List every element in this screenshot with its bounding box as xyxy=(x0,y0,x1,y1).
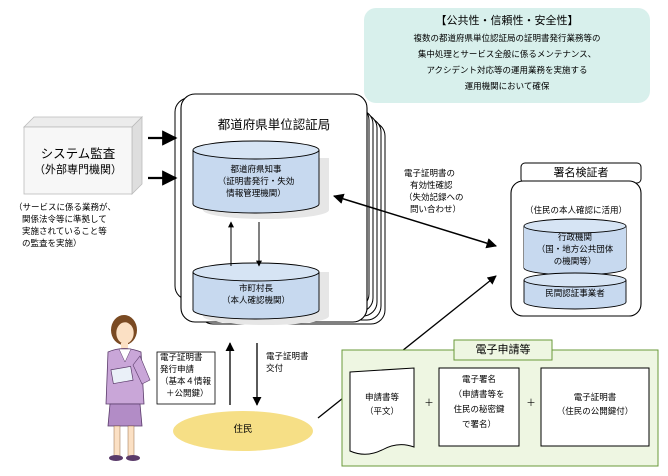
validator-title: 署名検証者 xyxy=(553,166,609,179)
document-scroll-icon xyxy=(349,367,415,455)
validity-line-4: 問い合わせ） xyxy=(410,205,462,215)
application-line-2: 発行申請 xyxy=(160,365,195,375)
resident-label: 住民 xyxy=(233,424,253,435)
governor-cylinder xyxy=(192,140,329,219)
validator-gov-cylinder xyxy=(523,218,627,276)
e-application-title: 電子申請等 xyxy=(475,343,531,356)
governor-line-3: 情報管理機関） xyxy=(226,189,286,199)
validator-gov-line-2: （国・地方公共団体 xyxy=(536,245,614,255)
municipal-cylinder xyxy=(192,262,329,325)
public-note-line-4: 運用機関において確保 xyxy=(464,82,550,92)
audit-note-line-1: （サービスに係る業務が、 xyxy=(14,203,116,213)
validator-gov-line-1: 行政機関 xyxy=(557,233,592,243)
public-note-line-1: 複数の都道府県単位認証局の証明書発行業務等の xyxy=(413,34,601,44)
audit-note-line-3: 実施されていること等 xyxy=(22,227,107,237)
application-line-1: 電子証明書 xyxy=(160,353,203,363)
validator-gov-line-3: の機関等） xyxy=(553,257,597,267)
application-line-3: （基本４情報 xyxy=(160,377,212,387)
public-note-line-3: アクシデント対応等の運用業務を実施する xyxy=(426,66,588,76)
issuance-line-2: 交付 xyxy=(266,364,284,374)
audit-box xyxy=(23,116,143,195)
doc2-line-3: 住民の秘密鍵 xyxy=(453,405,505,415)
validator-private-cylinder xyxy=(523,272,627,310)
signature-doc-box xyxy=(438,367,520,447)
validity-line-3: （失効記録への xyxy=(404,193,464,203)
public-note-line-2: 集中処理とサービス全般に係るメンテナンス、 xyxy=(417,50,597,60)
plus-sign-1: ＋ xyxy=(424,398,434,409)
validity-check-arrow xyxy=(332,193,498,249)
doc2-line-1: 電子署名 xyxy=(461,375,496,385)
validity-line-2: 有効性確認 xyxy=(410,181,453,191)
application-label-box xyxy=(156,351,216,405)
municipal-line-1: 市町村長 xyxy=(238,284,273,294)
public-note-title: 【公共性・信頼性・安全性】 xyxy=(435,14,579,27)
doc2-line-4: で署名） xyxy=(461,420,496,430)
audit-note-line-4: の監査を実施） xyxy=(22,239,82,249)
governor-line-2: （証明書発行・失効 xyxy=(217,177,295,187)
doc1-line-2: （平文） xyxy=(364,407,399,417)
validator-private: 民間認証事業者 xyxy=(545,289,605,299)
certificate-doc-box xyxy=(540,367,650,447)
audit-subtitle: （外部専門機関） xyxy=(34,163,122,176)
resident-ellipse xyxy=(173,411,313,451)
application-line-4: ＋公開鍵） xyxy=(166,389,209,399)
ca-title: 都道府県単位認証局 xyxy=(217,117,331,132)
public-note-box xyxy=(364,8,650,103)
governor-line-1: 都道府県知事 xyxy=(230,165,282,175)
doc2-line-2: （申請書等を xyxy=(453,390,505,400)
doc1-line-1: 申請書等 xyxy=(364,393,399,403)
doc3-line-1: 電子証明書 xyxy=(573,393,617,403)
audit-title: システム監査 xyxy=(40,146,116,161)
plus-sign-2: ＋ xyxy=(526,398,536,409)
issuance-line-1: 電子証明書 xyxy=(266,352,309,362)
woman-figure-icon xyxy=(105,315,151,461)
doc3-line-2: （住民の公開鍵付） xyxy=(556,407,634,417)
validity-line-1: 電子証明書の xyxy=(404,169,456,179)
municipal-line-2: （本人確認機関） xyxy=(221,296,290,306)
audit-note-line-2: 関係法令等に準拠して xyxy=(22,215,107,225)
validator-note: （住民の本人確認に活用） xyxy=(524,206,627,216)
